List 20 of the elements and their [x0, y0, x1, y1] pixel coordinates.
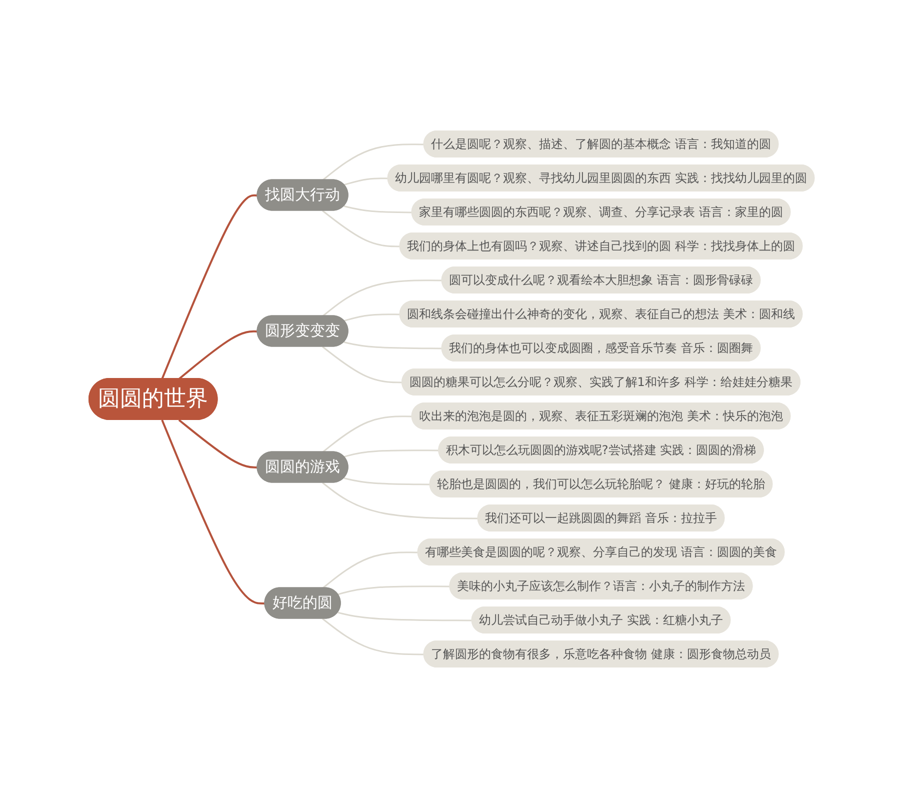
connector: [322, 618, 425, 656]
connector: [322, 552, 419, 589]
connector: [344, 450, 440, 458]
connector: [344, 205, 413, 214]
connector: [344, 341, 443, 350]
connector: [344, 314, 401, 322]
connector: [338, 586, 451, 596]
connector: [322, 346, 403, 384]
connector: [162, 420, 266, 604]
connector: [344, 178, 389, 186]
connector: [322, 416, 413, 453]
connector: [162, 194, 258, 380]
connector: [344, 477, 431, 486]
connector: [178, 330, 258, 380]
connector: [338, 612, 473, 622]
connector: [322, 280, 443, 317]
connector: [322, 144, 425, 181]
connector: [322, 210, 401, 248]
connector: [322, 482, 479, 520]
connector: [178, 419, 258, 468]
